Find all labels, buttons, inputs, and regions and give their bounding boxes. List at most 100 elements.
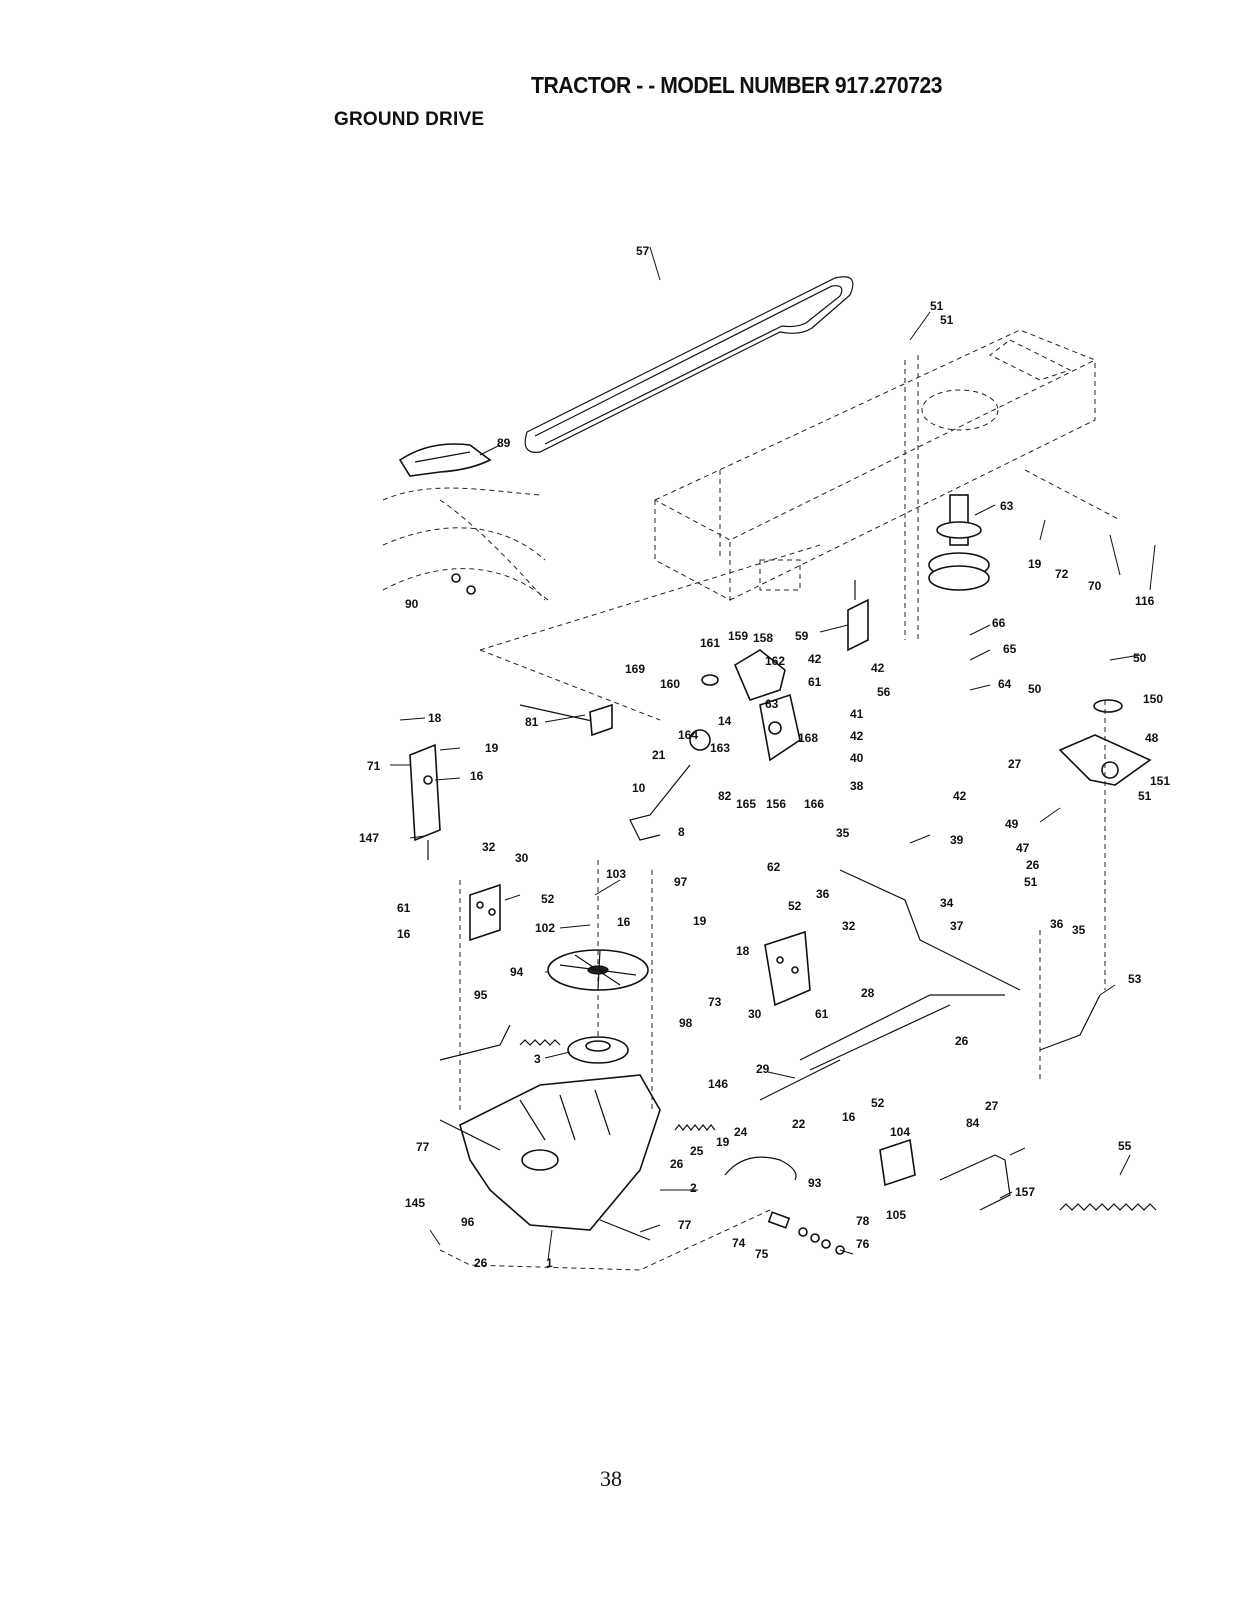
callout: 42 — [871, 661, 885, 675]
callout: 78 — [856, 1214, 870, 1228]
hose-93 — [724, 1156, 797, 1181]
callout: 16 — [617, 915, 631, 929]
callout: 150 — [1143, 692, 1163, 706]
callout: 51 — [940, 313, 954, 327]
callout: 10 — [632, 781, 646, 795]
callout-labels: 51 51 57 89 63 19 72 70 116 90 59 161 15… — [359, 244, 1170, 1270]
callout: 81 — [525, 715, 539, 729]
callout: 26 — [955, 1034, 969, 1048]
callout: 40 — [850, 751, 864, 765]
fender-cover-89 — [398, 443, 492, 477]
callout: 75 — [755, 1247, 769, 1261]
pulley-3 — [567, 1036, 629, 1064]
callout: 162 — [765, 654, 785, 668]
fender-outline — [382, 487, 549, 601]
callout: 63 — [765, 697, 779, 711]
callout: 156 — [766, 797, 786, 811]
callout: 16 — [842, 1110, 856, 1124]
callout: 116 — [1135, 594, 1155, 608]
callout: 165 — [736, 797, 756, 811]
callout: 104 — [890, 1125, 910, 1139]
leader-lines — [390, 246, 1156, 1271]
callout: 51 — [1138, 789, 1152, 803]
callout: 73 — [708, 995, 722, 1009]
mount-plate-30-left — [469, 883, 501, 942]
callout: 151 — [1150, 774, 1170, 788]
callout: 42 — [850, 729, 864, 743]
callout: 26 — [474, 1256, 488, 1270]
callout: 93 — [808, 1176, 822, 1190]
callout: 52 — [788, 899, 802, 913]
shaft-81 — [519, 703, 613, 737]
callout: 51 — [1024, 875, 1038, 889]
callout: 49 — [1005, 817, 1019, 831]
callout: 169 — [625, 662, 645, 676]
tractor-frame — [479, 329, 1121, 721]
callout: 157 — [1015, 1185, 1035, 1199]
callout: 21 — [652, 748, 666, 762]
callout: 56 — [877, 685, 891, 699]
mount-plate-30-right — [764, 930, 811, 1007]
callout: 52 — [871, 1096, 885, 1110]
callout: 14 — [718, 714, 732, 728]
callout: 168 — [798, 731, 818, 745]
spring-25 — [674, 1124, 716, 1131]
callout: 52 — [541, 892, 555, 906]
callout: 146 — [708, 1077, 728, 1091]
callout: 59 — [795, 629, 809, 643]
page-title: TRACTOR - - MODEL NUMBER 917.270723 — [531, 72, 943, 98]
callout: 61 — [808, 675, 822, 689]
callout: 35 — [1072, 923, 1086, 937]
spring-95 — [439, 1024, 561, 1061]
callout: 3 — [534, 1052, 541, 1066]
callout: 26 — [670, 1157, 684, 1171]
callout: 76 — [856, 1237, 870, 1251]
callout: 16 — [397, 927, 411, 941]
callout: 42 — [808, 652, 822, 666]
callout: 77 — [678, 1218, 692, 1232]
callout: 36 — [1050, 917, 1064, 931]
callout: 71 — [367, 759, 381, 773]
callout: 34 — [940, 896, 954, 910]
callout: 62 — [767, 860, 781, 874]
callout: 96 — [461, 1215, 475, 1229]
callout: 77 — [416, 1140, 430, 1154]
callout: 18 — [428, 711, 442, 725]
callout: 66 — [992, 616, 1006, 630]
callout: 30 — [748, 1007, 762, 1021]
callout: 37 — [950, 919, 964, 933]
callout: 35 — [836, 826, 850, 840]
rod-34 — [839, 869, 1021, 991]
callout: 39 — [950, 833, 964, 847]
callout: 103 — [606, 867, 626, 881]
callout: 1 — [546, 1256, 553, 1270]
callout: 61 — [397, 901, 411, 915]
callout: 22 — [792, 1117, 806, 1131]
callout: 36 — [816, 887, 830, 901]
rod-53 — [1039, 994, 1101, 1051]
pulley-assembly-63 — [928, 494, 996, 591]
rod-22 — [759, 1059, 841, 1101]
callout: 158 — [753, 631, 773, 645]
part-90 — [451, 573, 476, 595]
callout: 30 — [515, 851, 529, 865]
callout: 164 — [678, 728, 698, 742]
callout: 18 — [736, 944, 750, 958]
callout: 19 — [1028, 557, 1042, 571]
callout: 70 — [1088, 579, 1102, 593]
callout: 27 — [1008, 757, 1022, 771]
callout: 74 — [732, 1236, 746, 1250]
callout: 61 — [815, 1007, 829, 1021]
callout: 90 — [405, 597, 419, 611]
callout: 94 — [510, 965, 524, 979]
bracket-59 — [847, 580, 869, 652]
callout: 24 — [734, 1125, 748, 1139]
callout: 55 — [1118, 1139, 1132, 1153]
lever-assembly-158 — [701, 649, 801, 762]
spring-55 — [1059, 1203, 1157, 1211]
callout: 57 — [636, 244, 650, 258]
rod-84 — [939, 1154, 1011, 1211]
callout: 161 — [700, 636, 720, 650]
